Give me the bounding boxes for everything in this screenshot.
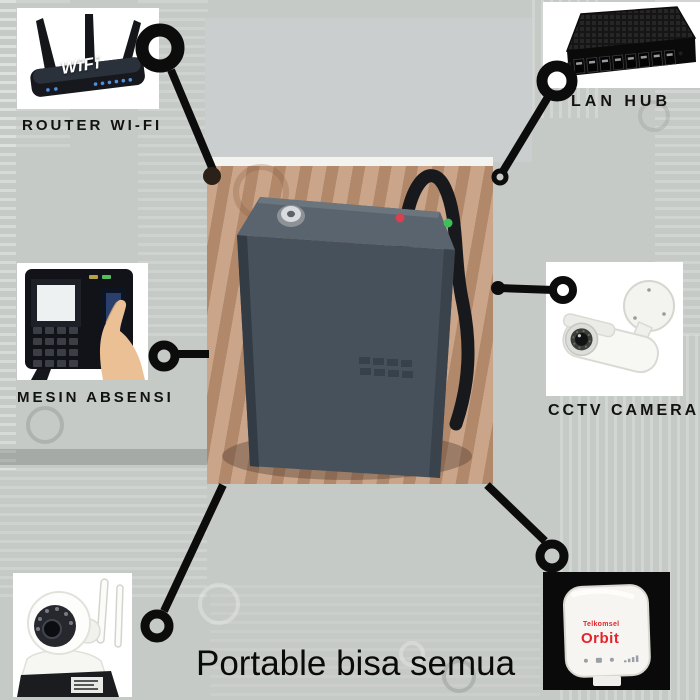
orbit-modem-body — [562, 584, 651, 678]
via-ring — [198, 583, 240, 625]
photo-baseboard — [207, 157, 493, 166]
connector-node-cctv — [491, 281, 505, 295]
power-box-illustration — [222, 169, 475, 480]
orbit-status-icons — [583, 655, 639, 663]
finger — [99, 299, 145, 380]
circuit-texture — [0, 0, 16, 470]
ipcam-body — [19, 649, 109, 680]
caption-text: Portable bisa semua — [196, 644, 516, 683]
green-led — [443, 218, 453, 228]
cctv-ir-leds — [572, 330, 591, 349]
connector-ring-orbit — [535, 539, 569, 573]
router-label: ROUTER WI-FI — [22, 117, 163, 134]
lan-hub-card — [543, 2, 700, 88]
absensi-led — [89, 275, 98, 279]
orbit-model-text: Orbit — [581, 630, 620, 647]
switch-ports — [567, 49, 683, 75]
connector-ring-router — [135, 23, 185, 73]
connector-node-lan-hub — [491, 168, 509, 186]
connector-ip-camera — [160, 483, 227, 613]
finger-shade — [105, 301, 118, 324]
absensi-stand — [31, 369, 51, 380]
via-ring — [399, 641, 425, 667]
connector-lan-hub — [498, 94, 552, 176]
ipcam-leds — [36, 607, 73, 631]
photo-wall — [207, 26, 493, 157]
absensi-screen — [37, 285, 75, 321]
connector-ring-ip-camera — [140, 609, 174, 643]
orbit-brand-text: Telkomsel — [583, 621, 620, 628]
cctv-body — [562, 313, 659, 374]
mesin-absensi-photo — [25, 269, 145, 380]
circuit-texture — [210, 585, 540, 700]
connector-ring-cctv — [549, 276, 577, 304]
ip-camera-photo — [17, 578, 124, 697]
orbit-photo — [562, 584, 651, 686]
orbit-stand — [593, 676, 621, 686]
router-leds — [46, 78, 133, 92]
box-front-face — [237, 235, 455, 478]
box-vent — [359, 357, 413, 378]
router-photo — [30, 14, 145, 97]
via-ring — [26, 406, 64, 444]
via-ring — [638, 100, 670, 132]
router-antenna — [85, 14, 95, 66]
connector-router — [167, 68, 217, 172]
cctv-photo — [562, 280, 675, 374]
box-top-edge — [258, 197, 440, 218]
router-body — [30, 57, 145, 97]
absensi-led — [102, 275, 111, 279]
router-antenna — [36, 18, 56, 70]
box-right-shade — [429, 249, 455, 478]
connector-orbit — [484, 482, 548, 544]
orbit-card: Telkomsel Orbit — [543, 572, 670, 690]
cctv-label: CCTV CAMERA — [548, 402, 700, 419]
circuit-band — [0, 449, 207, 465]
connector-cctv — [497, 284, 555, 294]
mesin-absensi-card — [17, 263, 148, 380]
absensi-keypad — [33, 327, 78, 367]
via-ring — [442, 659, 476, 693]
center-device-photo — [207, 26, 493, 484]
lan-hub-label: LAN HUB — [571, 93, 671, 110]
router-card: WiFi — [17, 8, 159, 109]
lan-hub-photo — [565, 6, 697, 76]
router-antenna — [120, 20, 141, 70]
connector-node-router — [203, 167, 221, 185]
dc-jack-hole — [287, 210, 295, 218]
ipcam-lens — [42, 619, 62, 639]
ip-camera-card — [13, 573, 132, 697]
mesin-absensi-label: MESIN ABSENSI — [17, 389, 174, 406]
box-left-shade — [237, 235, 259, 467]
power-cable — [396, 169, 475, 431]
connector-ring-absensi — [148, 340, 180, 372]
red-led — [395, 213, 405, 223]
connector-ring-lan-hub — [536, 60, 578, 102]
